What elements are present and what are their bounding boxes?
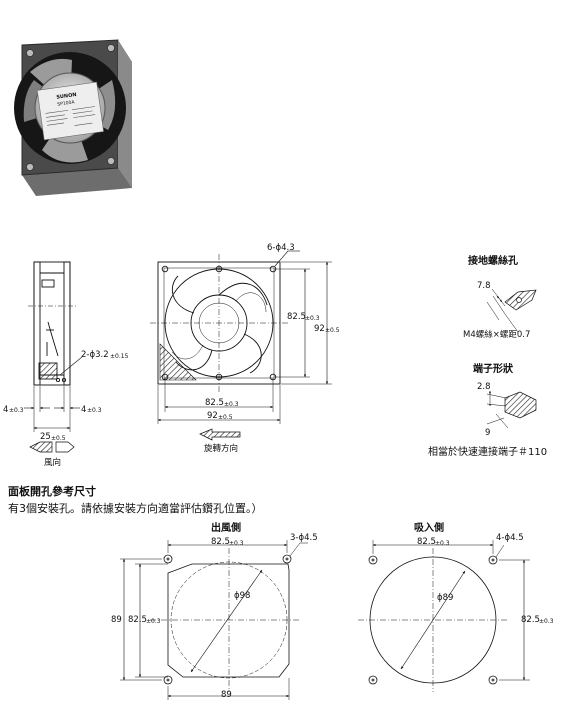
front-outer-v: 92 (314, 324, 325, 334)
side-view (24, 261, 83, 432)
inlet-title: 吸入側 (414, 521, 444, 534)
front-mount-holes: 6-ϕ4.3 (267, 243, 295, 253)
ground-hole-title: 接地螺絲孔 (468, 254, 518, 267)
outlet-outer-v: 89 (111, 615, 122, 625)
front-pitch-h-tol: ±0.3 (224, 401, 239, 408)
outlet-outer-h: 89 (221, 690, 232, 700)
front-view (150, 250, 332, 424)
front-pitch-v: 82.5 (287, 312, 306, 322)
fan-photo: SUNON SP100A (14, 39, 132, 196)
terminal-note: 相當於快速連接端子＃110 (428, 445, 547, 458)
outlet-cutout (120, 540, 308, 700)
terminal-detail (486, 390, 537, 429)
rotation-arrow-icon (199, 428, 241, 441)
outlet-diameter: ϕ98 (234, 591, 250, 601)
side-right-flange-tol: ±0.3 (87, 407, 102, 414)
inlet-cutout (358, 540, 530, 692)
front-outer-h: 92 (207, 411, 218, 421)
fan-label-model: SP100A (57, 99, 76, 107)
front-outer-v-tol: ±0.5 (325, 327, 340, 334)
ground-hole-dim: 7.8 (477, 281, 491, 291)
outlet-title: 出風側 (211, 521, 241, 534)
inlet-pitch-h-tol: ±0.3 (435, 540, 450, 547)
inlet-pitch-v-tol: ±0.3 (539, 618, 554, 625)
airflow-label: 風向 (44, 457, 61, 468)
outlet-holes: 3-ϕ4.5 (290, 533, 318, 543)
side-left-flange-tol: ±0.3 (9, 407, 24, 414)
terminal-title: 端子形狀 (473, 362, 514, 375)
side-depth-tol: ±0.5 (51, 435, 66, 442)
front-pitch-h: 82.5 (205, 398, 224, 408)
terminal-dim-a: 2.8 (477, 382, 491, 392)
inlet-diameter: ϕ89 (437, 593, 453, 603)
outlet-pitch-v: 82.5 (128, 615, 147, 625)
inlet-holes: 4-ϕ4.5 (496, 533, 524, 543)
panel-note: 有3個安裝孔。請依據安裝方向適當評估鑽孔位置。） (8, 501, 263, 515)
side-right-flange: 4 (81, 405, 86, 415)
terminal-dim-b: 9 (485, 428, 490, 438)
side-holes-tol: ±0.15 (110, 353, 129, 360)
side-depth: 25 (40, 432, 51, 442)
panel-title: 面板開孔參考尺寸 (8, 484, 96, 498)
inlet-pitch-v: 82.5 (521, 615, 540, 625)
outlet-pitch-h: 82.5 (211, 537, 230, 547)
front-outer-h-tol: ±0.5 (218, 414, 233, 421)
ground-hole-screw: M4螺絲×螺距0.7 (463, 329, 530, 340)
inlet-pitch-h: 82.5 (417, 537, 436, 547)
fan-label-brand: SUNON (56, 92, 77, 101)
outlet-pitch-h-tol: ±0.3 (229, 540, 244, 547)
side-holes-label: 2-ϕ3.2 (81, 350, 109, 360)
front-pitch-v-tol: ±0.3 (305, 315, 320, 322)
airflow-arrow-icon (29, 441, 75, 453)
rotation-label: 旋轉方向 (204, 443, 238, 454)
outlet-pitch-v-tol: ±0.3 (146, 618, 161, 625)
side-left-flange: 4 (3, 405, 8, 415)
ground-hole-detail (486, 288, 537, 333)
